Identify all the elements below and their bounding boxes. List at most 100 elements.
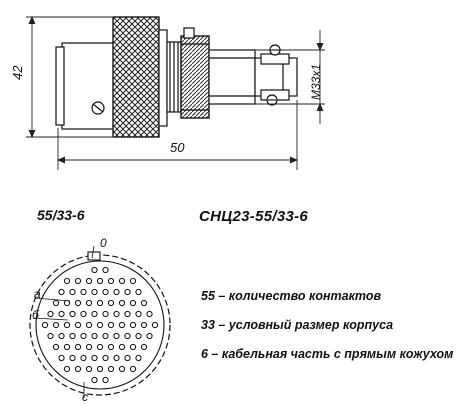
contact-pin [96,365,104,373]
contact-pin [91,310,98,318]
contact-pin [74,343,82,351]
contact-pin [129,321,137,329]
contact-pin [113,332,120,340]
legend-line-housing-size: 33 – условный размер корпуса [201,318,394,332]
contact-pin [113,288,120,296]
contact-pin [96,321,104,329]
connector-side-view [55,16,298,138]
contact-pin [74,321,82,329]
contact-pin [118,321,126,329]
contact-pin [135,354,142,362]
contact-pin [74,299,82,307]
rear-flange [55,46,65,126]
contact-pin [107,365,115,373]
contact-pin [135,332,142,340]
contact-pin [96,343,104,351]
contact-pin [107,321,115,329]
contact-pin [129,365,137,373]
contact-pin [69,288,76,296]
contact-pin [69,354,76,362]
contact-pin [63,299,71,307]
face-mark-a: a [34,287,41,301]
contact-pin [124,288,131,296]
contact-pin [102,266,109,274]
face-mark-c: с [82,390,88,404]
contact-pin [80,288,87,296]
contact-pin [146,310,153,318]
rear-housing [61,42,115,130]
contact-pin [118,277,126,285]
contact-pin [102,310,109,318]
contact-pin [41,321,49,329]
contact-pin [58,332,65,340]
contact-pin [91,288,98,296]
contact-pin [58,310,65,318]
contact-pin [102,354,109,362]
contact-pin [52,343,60,351]
contact-pin [107,277,115,285]
contact-pin [107,299,115,307]
contact-pins [41,266,159,384]
contact-face-view [29,245,171,398]
contact-pin [47,310,54,318]
contact-pin [85,321,93,329]
contact-pin [69,310,76,318]
dimension-height-label: 42 [10,65,25,80]
cable-grip-body [180,35,210,119]
contact-pin [52,321,60,329]
contact-pin [85,277,93,285]
contact-pin [118,299,126,307]
contact-pin [140,321,148,329]
contact-pin [102,288,109,296]
contact-pin [63,277,71,285]
contact-pin [146,332,153,340]
contact-pin [74,365,82,373]
contact-pin [140,343,148,351]
contact-pin [102,376,109,384]
contact-pin [140,299,148,307]
contact-pin [118,365,126,373]
contact-pin [80,310,87,318]
knurled-nut [112,16,160,138]
contact-pin [91,354,98,362]
contact-pin [107,343,115,351]
contact-pin [58,288,65,296]
contact-pin [151,321,159,329]
contact-pin [63,321,71,329]
contact-pin [113,310,120,318]
dimension-length-label: 50 [170,140,185,155]
contact-pin [96,277,104,285]
contact-pin [85,365,93,373]
contact-pin [102,332,109,340]
contact-pin [69,332,76,340]
contact-pin [129,343,137,351]
face-mark-top: 0 [100,236,107,250]
contact-pin [63,365,71,373]
contact-pin [129,277,137,285]
contact-pin [80,354,87,362]
contact-pin [85,343,93,351]
contact-pin [135,310,142,318]
contact-pin [91,266,98,274]
contact-pin [47,332,54,340]
connector-designation: СНЦ23-55/33-6 [199,208,309,225]
contact-pin [63,343,71,351]
face-view-label: 55/33-6 [37,207,85,223]
legend-line-cable-part: 6 – кабельная часть с прямым кожухом [201,347,454,361]
contact-pin [113,354,120,362]
dimension-lines [26,15,325,170]
contact-pin [124,310,131,318]
contact-pin [129,299,137,307]
contact-pin [58,354,65,362]
key-notch [87,251,101,261]
dimension-thread-label: M33x1 [309,63,323,100]
contact-pin [118,343,126,351]
face-inner-circle [35,260,165,390]
face-mark-b: б [32,308,39,322]
legend-line-contacts: 55 – количество контактов [201,289,382,303]
contact-pin [135,288,142,296]
contact-pin [52,299,60,307]
contact-pin [96,299,104,307]
contact-pin [85,299,93,307]
